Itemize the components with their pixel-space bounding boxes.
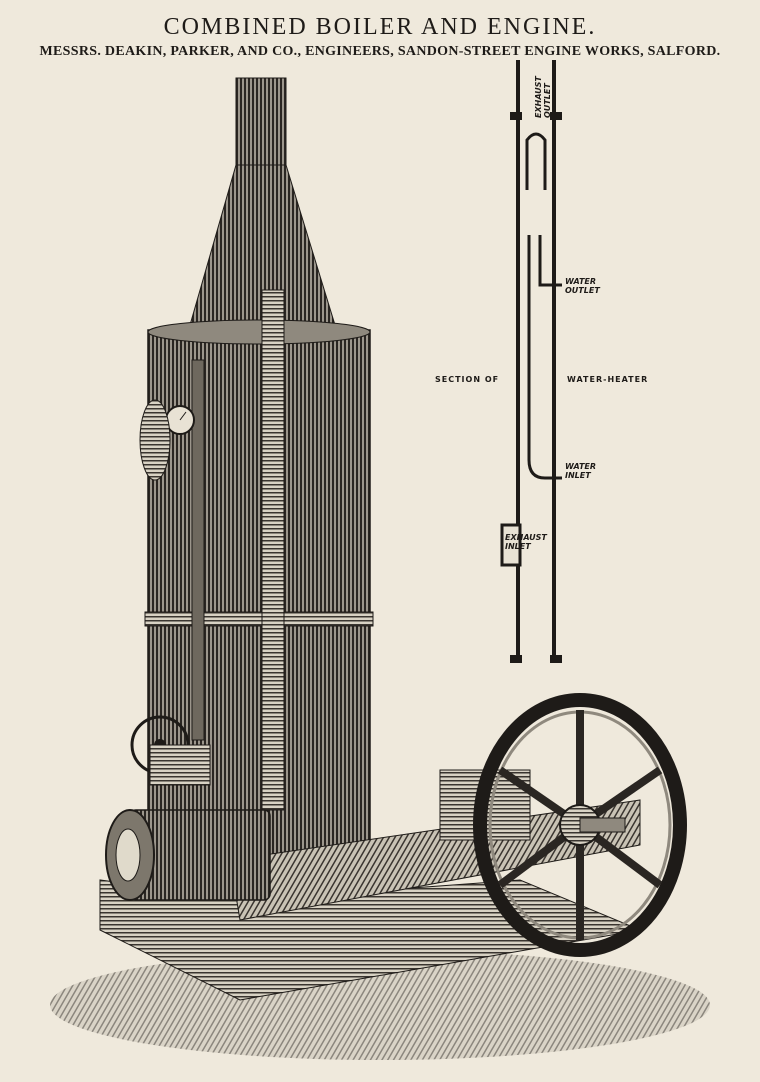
water-outlet-label: WATER OUTLET — [565, 277, 600, 295]
water-inlet-label: WATER INLET — [565, 462, 599, 480]
section-of-label: SECTION OF — [435, 375, 499, 384]
water-heater-label: WATER-HEATER — [567, 375, 648, 384]
page-subtitle: MESSRS. DEAKIN, PARKER, AND CO., ENGINEE… — [39, 44, 721, 59]
chimney — [189, 77, 336, 326]
pressure-gauge — [139, 399, 195, 481]
governor — [130, 715, 211, 786]
engine-cylinder — [105, 809, 271, 901]
flywheel — [473, 693, 687, 957]
exhaust-outlet-label: EXHAUST OUTLET — [534, 73, 552, 118]
water-heater-section — [500, 60, 562, 663]
exhaust-inlet-label: EXHAUST INLET — [505, 533, 550, 551]
boiler — [144, 289, 374, 901]
page-title: COMBINED BOILER AND ENGINE. — [163, 14, 597, 40]
